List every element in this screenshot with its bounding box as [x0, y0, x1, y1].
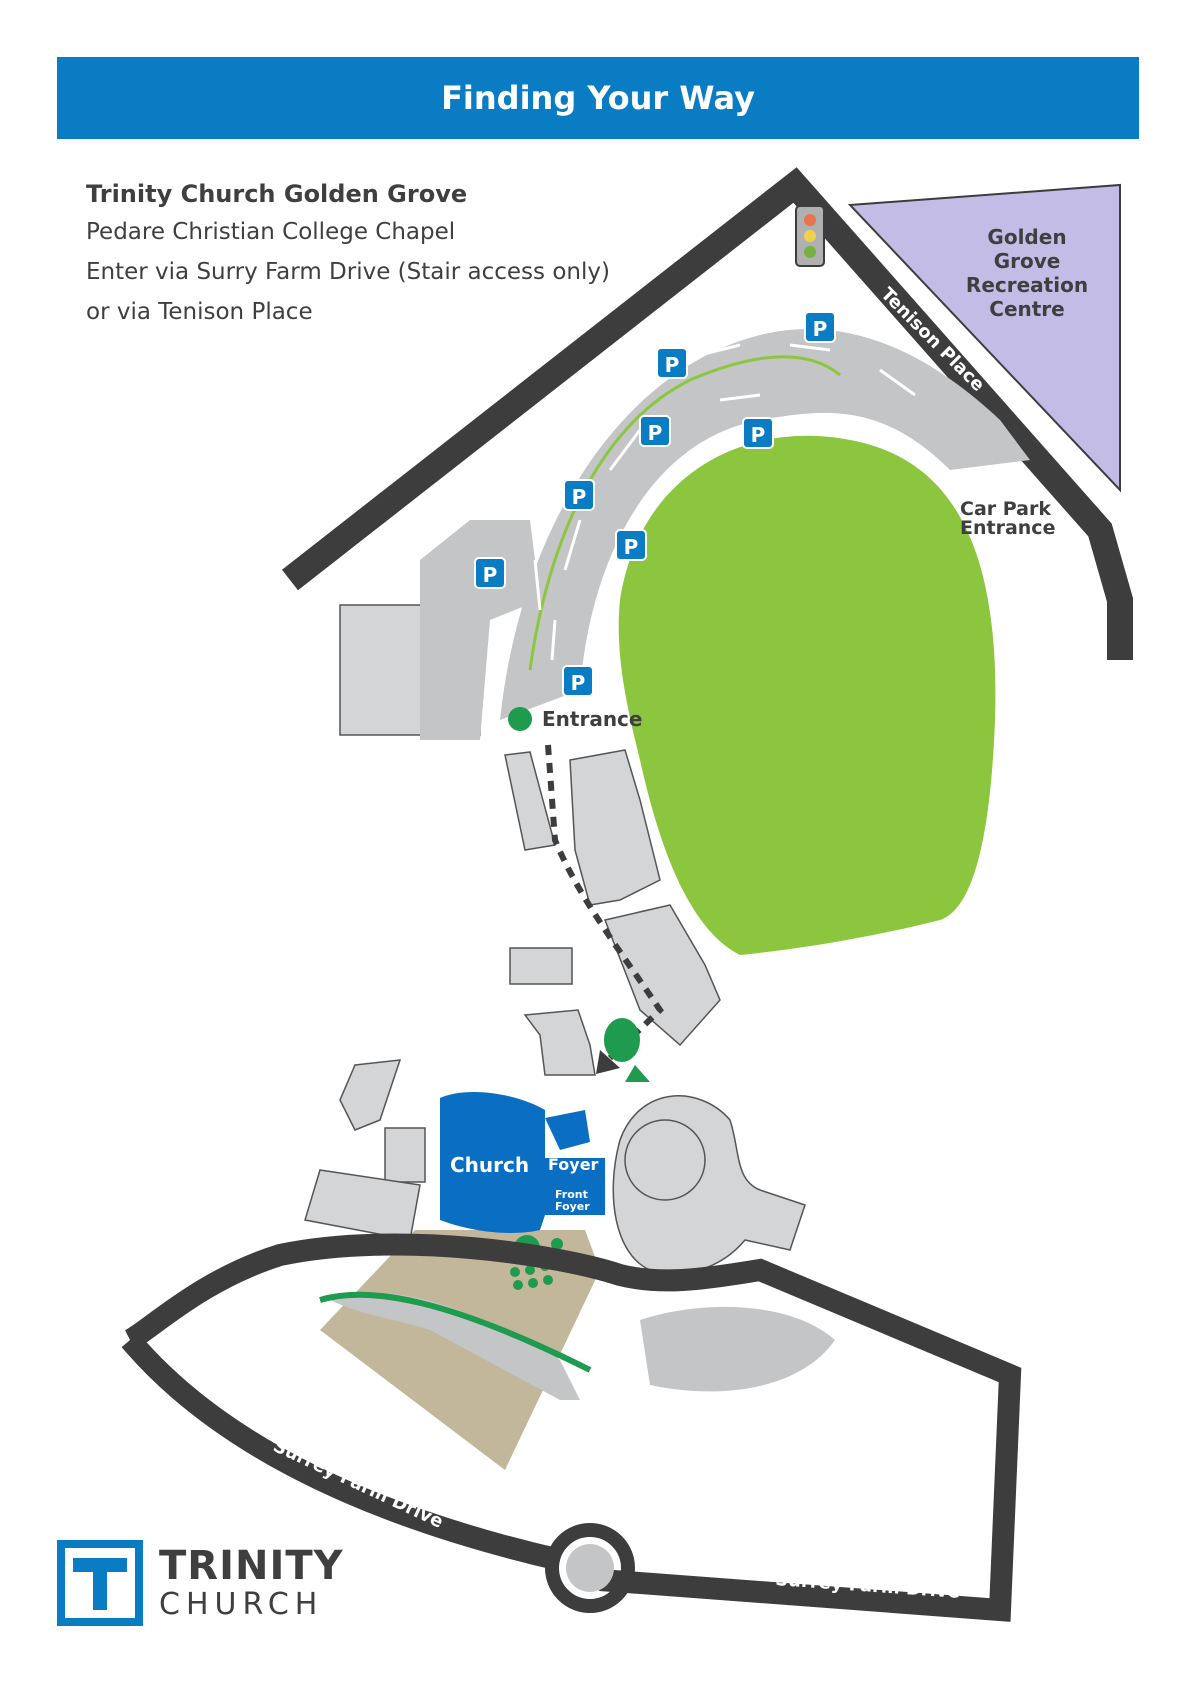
- brand-subtitle: CHURCH: [159, 1587, 324, 1622]
- header-banner: Finding Your Way: [57, 57, 1139, 139]
- brand-logo: TRINITY CHURCH: [57, 1540, 344, 1626]
- recreation-centre-area: [847, 183, 1121, 493]
- entrance-marker-icon: [508, 707, 532, 731]
- car-park-green-path: [528, 355, 841, 671]
- svg-text:Centre: Centre: [989, 297, 1064, 321]
- tree-marker-icon: [625, 1065, 650, 1082]
- svg-text:P: P: [624, 535, 639, 559]
- parking-sign-icon: P: [804, 311, 836, 343]
- roundabout: [545, 1523, 635, 1613]
- svg-text:Entrance: Entrance: [960, 517, 1055, 539]
- entrance-label: Entrance: [542, 707, 642, 731]
- building: [509, 947, 573, 985]
- parking-sign-icon: P: [639, 415, 671, 447]
- svg-text:P: P: [751, 423, 766, 447]
- church-label: Church: [450, 1153, 529, 1177]
- round-building: [612, 1095, 806, 1275]
- foyer-label: Foyer: [548, 1155, 599, 1174]
- venue-line-3: or via Tenison Place: [86, 299, 313, 325]
- svg-text:Grove: Grove: [994, 249, 1061, 273]
- building: [523, 1009, 596, 1076]
- parking-signs: P P P P P P P P: [474, 311, 836, 697]
- car-park-entrance-label: Car Park Entrance: [960, 498, 1055, 539]
- page-title: Finding Your Way: [441, 79, 755, 117]
- parking-sign-icon: P: [563, 479, 595, 511]
- venue-info: Trinity Church Golden Grove Pedare Chris…: [86, 180, 610, 336]
- church-building: [440, 1091, 605, 1233]
- venue-line-1: Pedare Christian College Chapel: [86, 219, 456, 245]
- roundabout-center: [566, 1544, 614, 1592]
- venue-line-2: Enter via Surry Farm Drive (Stair access…: [86, 259, 610, 285]
- parking-sign-icon: P: [656, 347, 688, 379]
- side-car-park: [330, 1292, 580, 1400]
- trinity-logo-icon: [57, 1540, 143, 1626]
- courtyard-area: [320, 1230, 600, 1470]
- south-car-park: [640, 1306, 835, 1392]
- parking-sign-icon: P: [615, 529, 647, 561]
- front-foyer-label-2: Foyer: [555, 1200, 590, 1213]
- svg-text:P: P: [665, 353, 680, 377]
- recreation-centre-label: Golden Grove Recreation Centre: [966, 225, 1088, 321]
- svg-text:P: P: [571, 671, 586, 695]
- front-foyer-label-1: Front: [555, 1188, 588, 1201]
- walking-route: [545, 744, 664, 1061]
- building: [384, 1127, 426, 1183]
- svg-text:Recreation: Recreation: [966, 273, 1088, 297]
- building: [339, 1059, 402, 1131]
- building: [569, 749, 661, 906]
- road-surrey-farm-drive-west: [121, 1332, 563, 1571]
- campus-buildings: [304, 749, 721, 1241]
- building: [603, 904, 721, 1047]
- road-surrey-farm-drive: [124, 1233, 1022, 1622]
- route-arrow-icon: [596, 1050, 620, 1074]
- brand-text: TRINITY CHURCH: [159, 1546, 344, 1620]
- parking-sign-icon: P: [474, 557, 506, 589]
- road-label-surrey-farm-drive-west: Surrey Farm Drive: [270, 1435, 447, 1532]
- building-parking-block: [420, 520, 540, 740]
- tree-icon: [604, 1018, 640, 1062]
- parking-sign-icon: P: [742, 417, 774, 449]
- svg-text:P: P: [572, 485, 587, 509]
- svg-text:P: P: [648, 421, 663, 445]
- brand-name: TRINITY: [159, 1543, 344, 1589]
- traffic-light-icon: [795, 205, 825, 267]
- green-strip: [319, 1291, 592, 1373]
- car-park: [500, 328, 1030, 720]
- svg-text:Golden: Golden: [987, 225, 1066, 249]
- parking-sign-icon: P: [562, 665, 594, 697]
- road-golden-way-tenison: [281, 167, 1133, 660]
- svg-text:P: P: [813, 317, 828, 341]
- svg-text:Car Park: Car Park: [960, 498, 1051, 520]
- car-park-arrows: [533, 343, 916, 661]
- svg-text:P: P: [483, 563, 498, 587]
- sports-oval: [618, 435, 996, 955]
- venue-name: Trinity Church Golden Grove: [86, 180, 468, 208]
- church-annex: [545, 1110, 590, 1150]
